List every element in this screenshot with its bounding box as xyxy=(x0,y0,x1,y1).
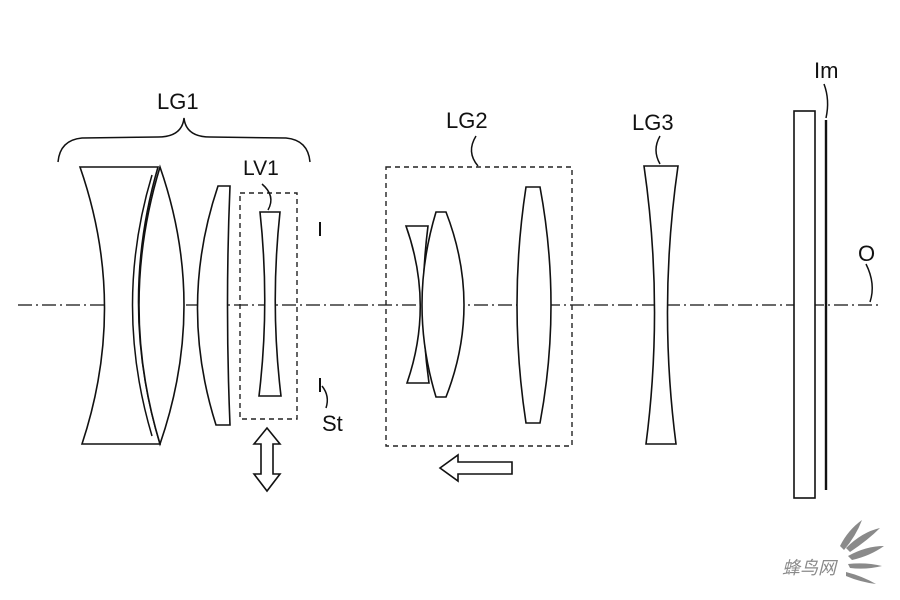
lens-group-lg1 xyxy=(57,117,311,447)
lg1-brace xyxy=(57,117,311,163)
lens-group-lv1 xyxy=(239,183,298,493)
stop-leader xyxy=(321,385,329,409)
label-st: St xyxy=(322,411,343,436)
label-lg3: LG3 xyxy=(632,110,674,135)
lv1-lens xyxy=(258,211,282,397)
lg2-leader xyxy=(470,135,479,167)
lg1-lens-3 xyxy=(196,185,231,426)
lv1-leader xyxy=(261,183,272,211)
label-im: Im xyxy=(814,58,838,83)
lg3-lens xyxy=(643,165,679,445)
lg2-dashed-box xyxy=(385,166,573,447)
im-leader xyxy=(823,83,829,119)
label-lv1: LV1 xyxy=(243,157,279,180)
lv1-vertical-arrow-icon xyxy=(252,426,282,493)
lens-group-lg2 xyxy=(385,135,573,483)
aperture-stop xyxy=(319,222,329,409)
filter-plate xyxy=(793,110,816,499)
o-leader xyxy=(865,263,873,303)
watermark-logo-icon xyxy=(840,520,884,584)
label-lg1: LG1 xyxy=(157,89,199,114)
lg1-lens-2 xyxy=(138,164,185,447)
watermark-text: 蜂鸟网 xyxy=(782,558,838,579)
lg2-lens-2 xyxy=(421,211,465,398)
image-side xyxy=(793,83,873,499)
label-o: O xyxy=(858,241,875,266)
lg1-lens-2-inner xyxy=(131,174,153,437)
label-lg2: LG2 xyxy=(446,108,488,133)
lens-group-lg3 xyxy=(643,135,679,445)
lg3-leader xyxy=(655,135,661,165)
lg2-lens-3 xyxy=(516,186,552,424)
watermark: 蜂鸟网 xyxy=(782,520,884,584)
lg2-move-left-arrow-icon xyxy=(438,453,513,483)
